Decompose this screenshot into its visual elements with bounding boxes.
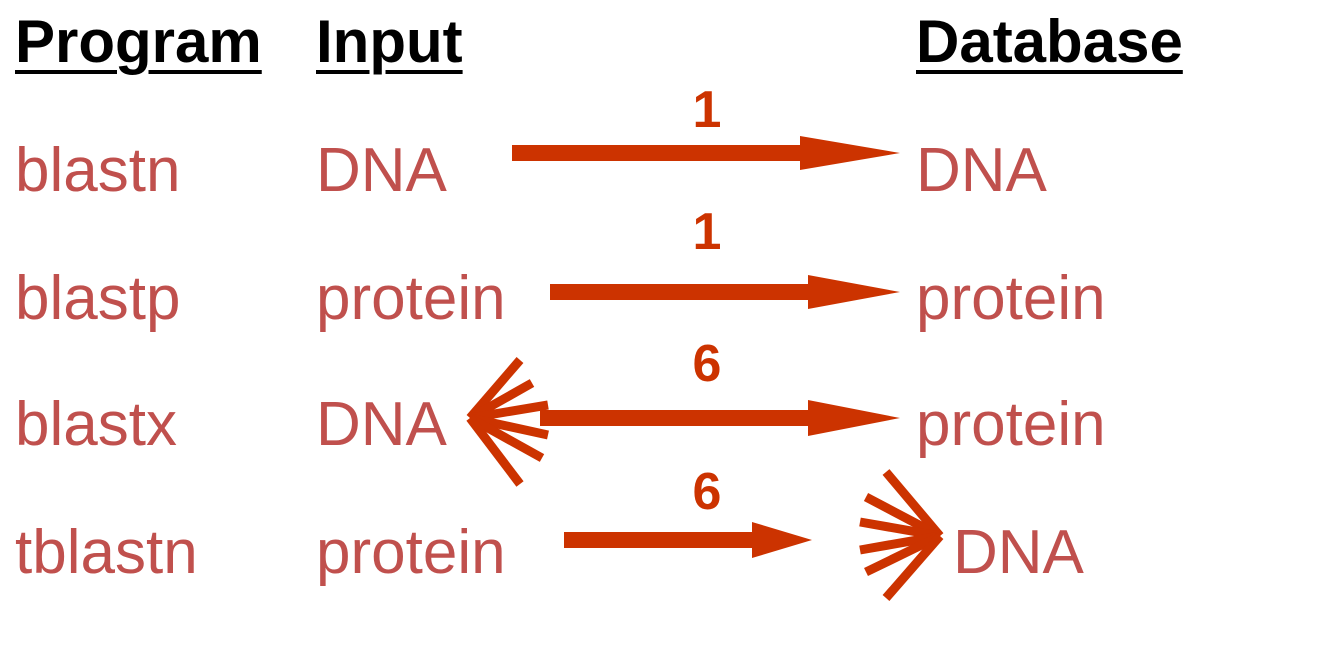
row-tblastn-frames: 6 [692,463,722,521]
row-tblastn-database: DNA [953,518,1084,587]
row-blastx-database: protein [916,390,1106,459]
row-blastn-program: blastn [15,136,181,205]
six-frame-fan-left [466,357,549,487]
row-blastx-program: blastx [15,390,177,459]
header-program: Program [15,8,262,75]
row-blastn-database: DNA [916,136,1047,205]
header-database: Database [916,8,1183,75]
row-blastx-frames: 6 [692,335,722,393]
row-tblastn-input: protein [316,518,506,587]
row-blastp-program: blastp [15,264,181,333]
row-blastp-frames: 1 [692,203,722,261]
row-tblastn-program: tblastn [15,518,198,587]
arrow-tblastn [564,469,944,601]
arrow-blastx [466,357,900,487]
row-blastp-database: protein [916,264,1106,333]
row-blastn-input: DNA [316,136,447,205]
header-input: Input [316,8,463,75]
arrow-blastp [550,275,900,309]
arrow-blastn [512,136,900,170]
row-blastn-frames: 1 [692,81,722,139]
row-blastp-input: protein [316,264,506,333]
six-frame-fan-right [859,469,944,601]
row-blastx-input: DNA [316,390,447,459]
